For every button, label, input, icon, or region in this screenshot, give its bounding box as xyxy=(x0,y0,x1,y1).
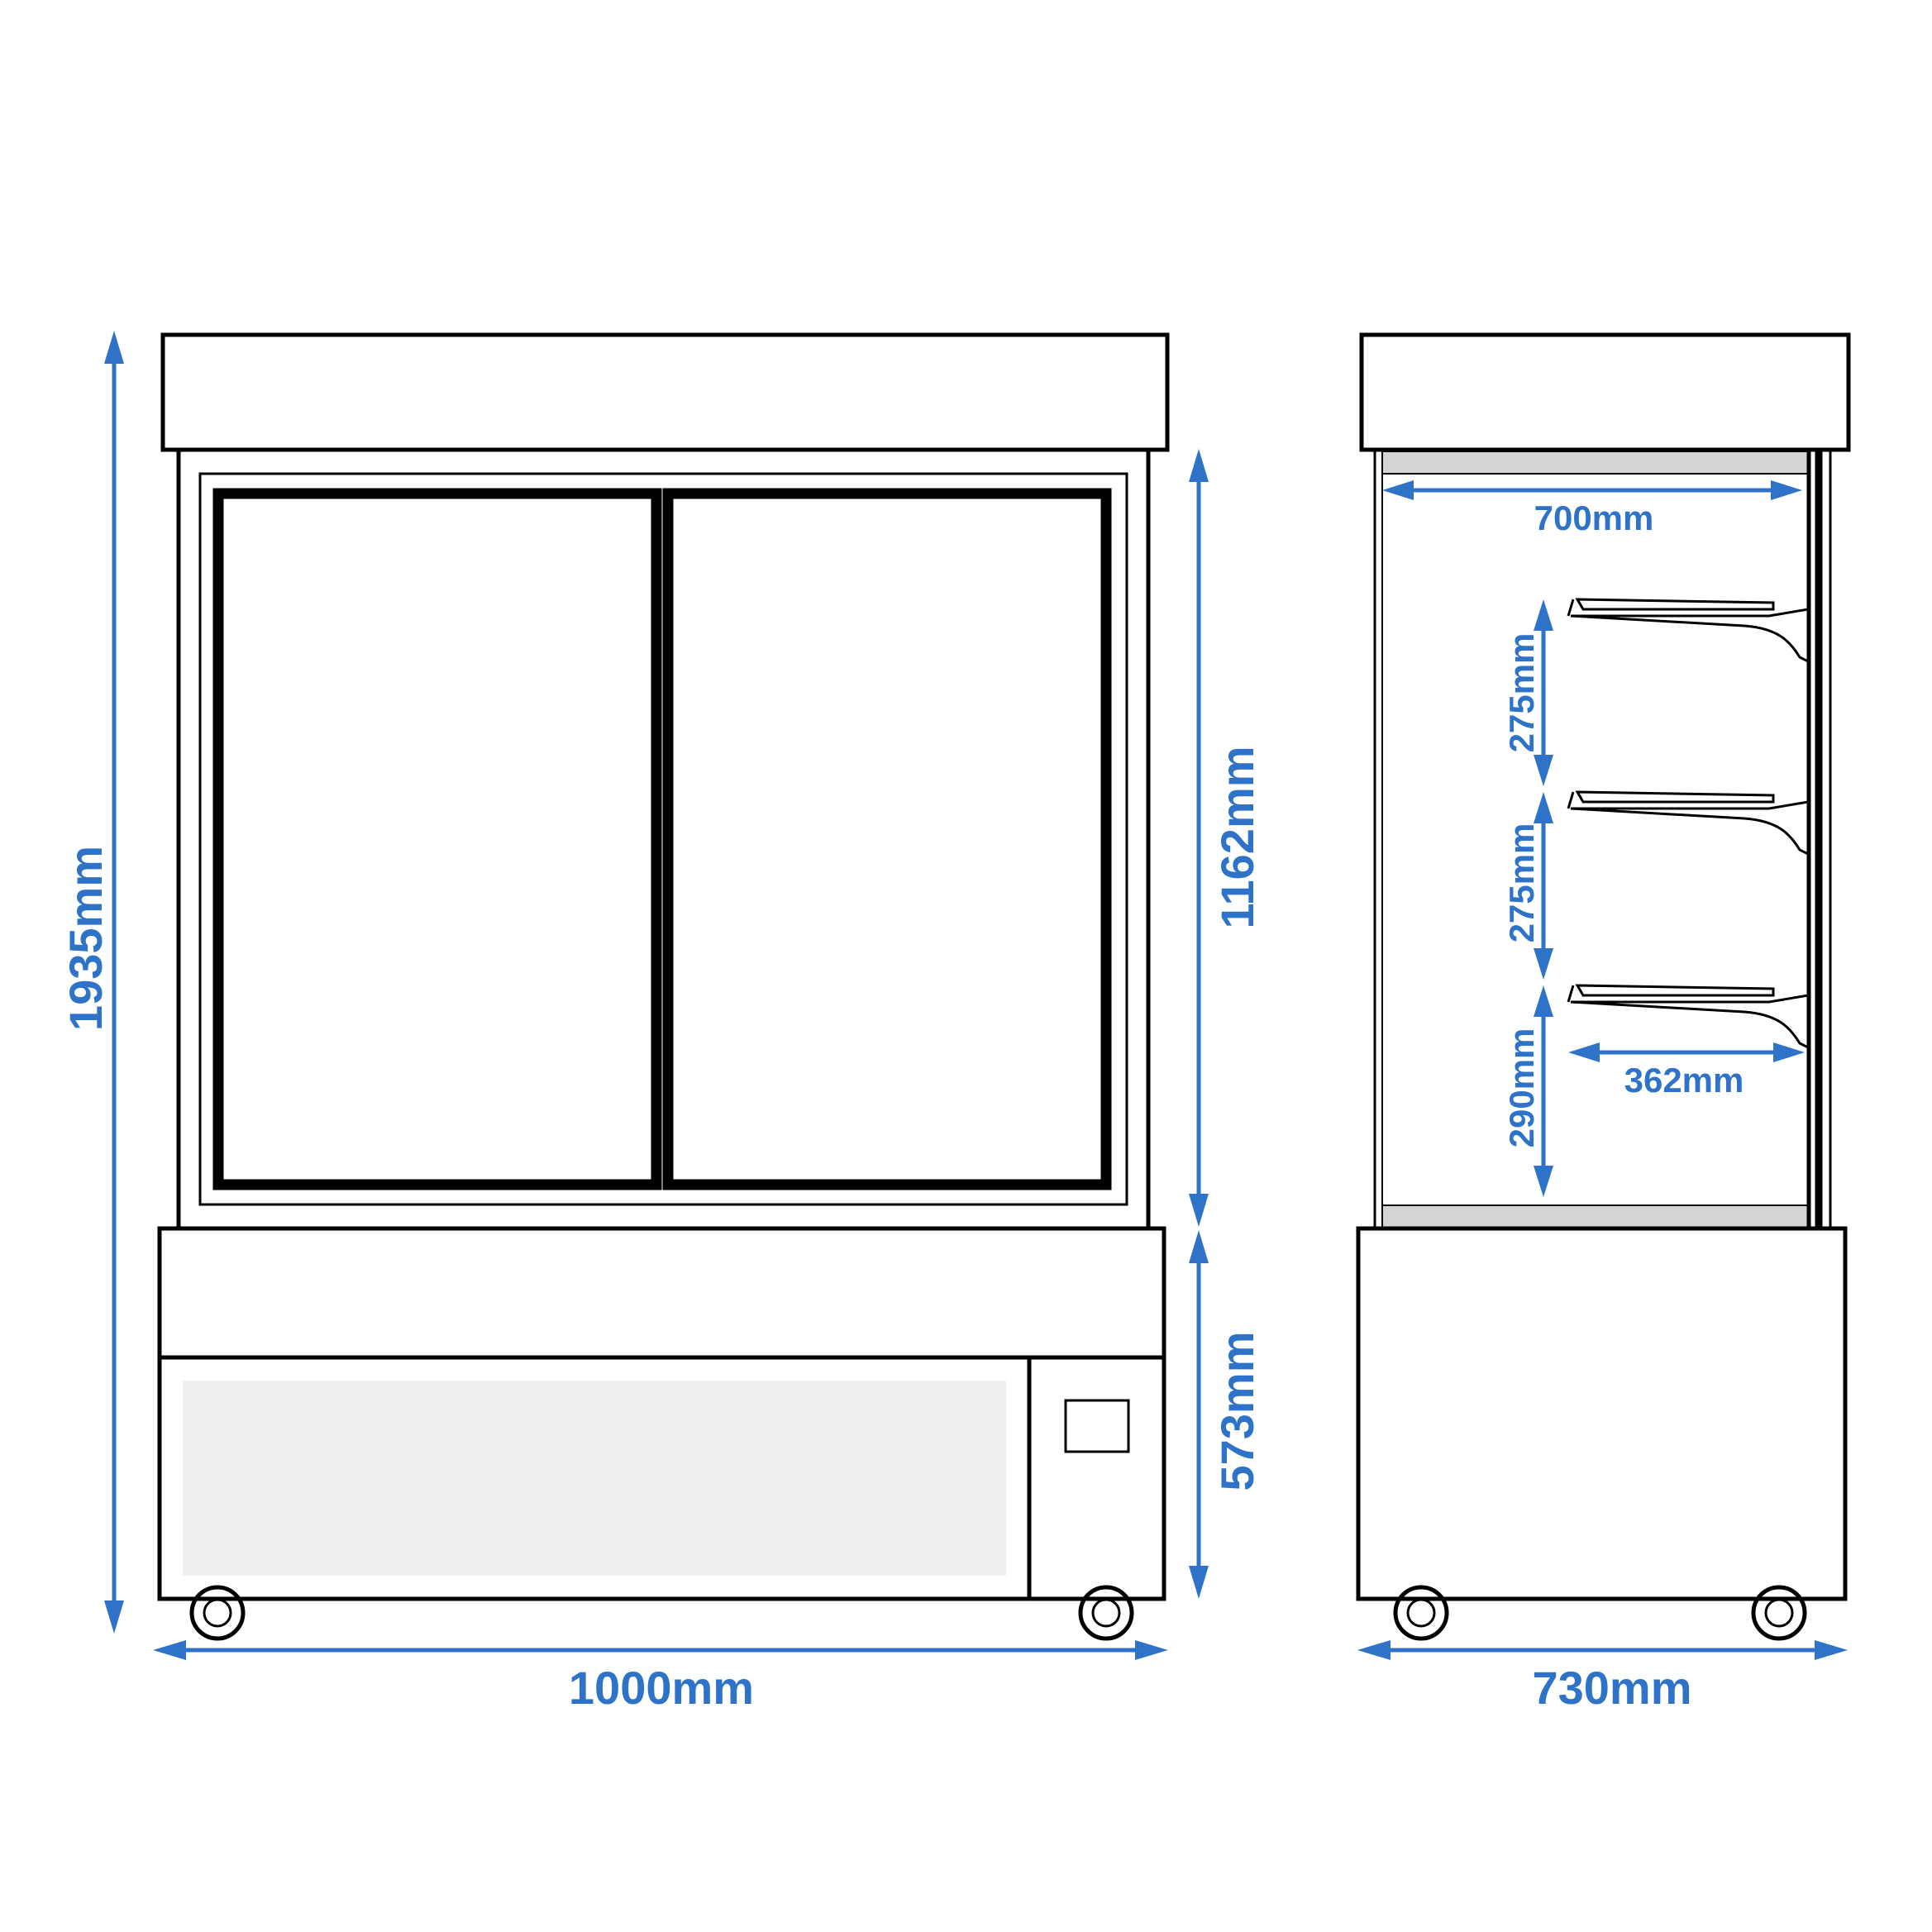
side-castor-left xyxy=(1393,1585,1449,1641)
dim-shelf-spacing-middle xyxy=(1534,792,1553,980)
label-shelf-spacing-bottom: 290mm xyxy=(1502,1028,1541,1148)
front-castor-right xyxy=(1078,1585,1134,1641)
dim-display-height xyxy=(1189,449,1209,1227)
front-base-upper-panel xyxy=(157,1226,1166,1360)
dim-inner-depth xyxy=(1382,480,1802,500)
dim-shelf-spacing-top xyxy=(1534,599,1553,786)
front-base-lower-panel xyxy=(157,1355,1166,1601)
side-view xyxy=(1356,332,1851,1641)
shelf-bottom xyxy=(1567,984,1810,1050)
side-top-strip xyxy=(1381,451,1810,475)
front-display-inner-frame xyxy=(198,472,1128,1206)
dimension-labels: 1935mm 1162mm 573mm 1000mm 730mm 700mm 2… xyxy=(60,499,1744,1714)
side-base xyxy=(1356,1226,1848,1601)
side-bottom-strip xyxy=(1381,1205,1810,1228)
side-canopy xyxy=(1359,332,1851,452)
control-panel-display xyxy=(1064,1399,1130,1453)
dim-shelf-depth xyxy=(1568,1042,1805,1062)
shelf-top xyxy=(1567,598,1810,664)
label-base-height: 573mm xyxy=(1211,1331,1263,1491)
dim-front-width xyxy=(153,1640,1168,1660)
front-base-grille xyxy=(183,1381,1006,1576)
label-shelf-spacing-top: 275mm xyxy=(1502,633,1541,753)
front-door-right xyxy=(662,488,1112,1190)
dim-side-depth xyxy=(1357,1640,1848,1660)
dim-base-height xyxy=(1189,1230,1209,1599)
front-view xyxy=(157,332,1170,1641)
shelf-middle xyxy=(1567,790,1810,856)
label-total-height: 1935mm xyxy=(60,846,112,1031)
dimension-lines xyxy=(104,331,1848,1660)
label-side-depth: 730mm xyxy=(1532,1662,1691,1714)
front-door-left xyxy=(212,488,662,1190)
front-castor-left xyxy=(189,1585,246,1641)
label-shelf-spacing-middle: 275mm xyxy=(1502,823,1541,943)
label-shelf-depth: 362mm xyxy=(1624,1061,1744,1100)
front-canopy xyxy=(160,332,1170,452)
label-inner-depth: 700mm xyxy=(1534,499,1654,537)
dim-shelf-spacing-bottom xyxy=(1534,985,1553,1197)
dim-total-height xyxy=(104,331,124,1634)
label-display-height: 1162mm xyxy=(1211,746,1263,928)
side-castor-right xyxy=(1751,1585,1807,1641)
label-front-width: 1000mm xyxy=(569,1662,754,1714)
